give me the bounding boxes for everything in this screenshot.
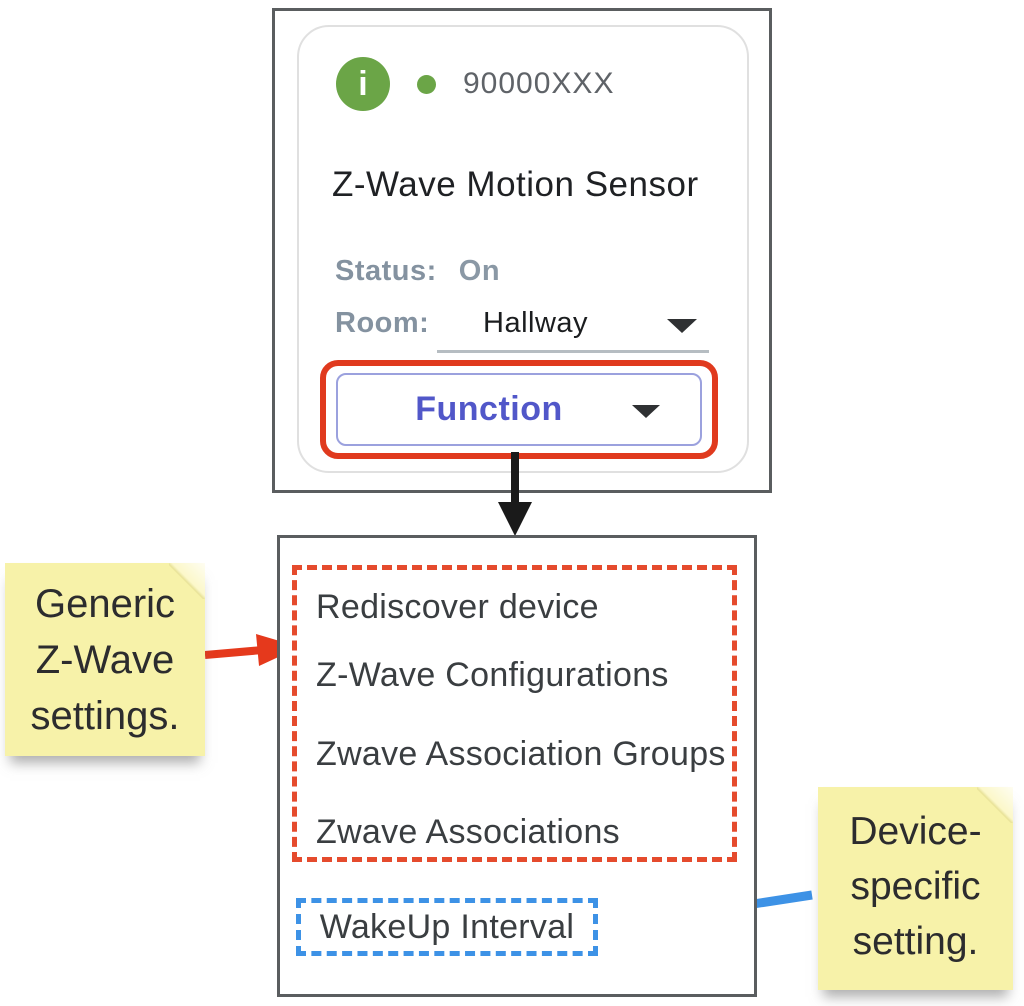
status-label: Status: — [335, 255, 437, 287]
room-select-value[interactable]: Hallway — [483, 307, 589, 339]
note-line: settings. — [30, 694, 180, 738]
function-menu: Rediscover device Z-Wave Configurations … — [277, 535, 757, 997]
device-card: i 90000XXX Z-Wave Motion Sensor Status: O… — [297, 25, 749, 473]
menu-item-wakeup-interval[interactable]: WakeUp Interval — [319, 907, 575, 946]
device-card-frame: i 90000XXX Z-Wave Motion Sensor Status: O… — [272, 8, 772, 493]
room-caret-icon[interactable] — [667, 319, 697, 333]
function-caret-icon[interactable] — [632, 405, 660, 418]
generic-settings-note: Generic Z-Wave settings. — [5, 563, 205, 756]
note-line: specific — [850, 865, 981, 908]
device-card-header: i 90000XXX — [336, 57, 614, 111]
device-title: Z-Wave Motion Sensor — [332, 165, 699, 204]
device-id: 90000XXX — [463, 67, 615, 100]
device-specific-note: Device- specific setting. — [818, 787, 1013, 990]
note-line: Generic — [34, 582, 176, 626]
online-status-dot-icon — [417, 74, 436, 94]
status-row: Status: On — [335, 255, 500, 288]
function-dropdown-button[interactable]: Function — [336, 373, 702, 446]
note-fold-icon — [977, 787, 1013, 823]
note-line: Z-Wave — [35, 638, 175, 682]
note-fold-icon — [169, 563, 205, 599]
function-button-highlight: Function — [320, 360, 718, 459]
room-select-underline — [437, 350, 709, 353]
menu-item-rediscover-device[interactable]: Rediscover device — [316, 588, 599, 626]
generic-zwave-settings-group — [292, 565, 737, 862]
device-specific-setting-group: WakeUp Interval — [296, 898, 598, 956]
function-button-label: Function — [415, 390, 563, 428]
info-icon[interactable]: i — [336, 57, 390, 111]
room-label: Room: — [335, 307, 430, 339]
status-value: On — [458, 255, 501, 287]
menu-item-zwave-associations[interactable]: Zwave Associations — [316, 813, 620, 851]
menu-item-zwave-configurations[interactable]: Z-Wave Configurations — [316, 656, 669, 694]
down-arrow-icon — [498, 452, 532, 536]
note-line: Device- — [849, 810, 982, 853]
note-line: setting. — [852, 920, 979, 963]
room-row: Room: Hallway — [335, 307, 588, 340]
menu-item-zwave-association-groups[interactable]: Zwave Association Groups — [316, 735, 726, 773]
